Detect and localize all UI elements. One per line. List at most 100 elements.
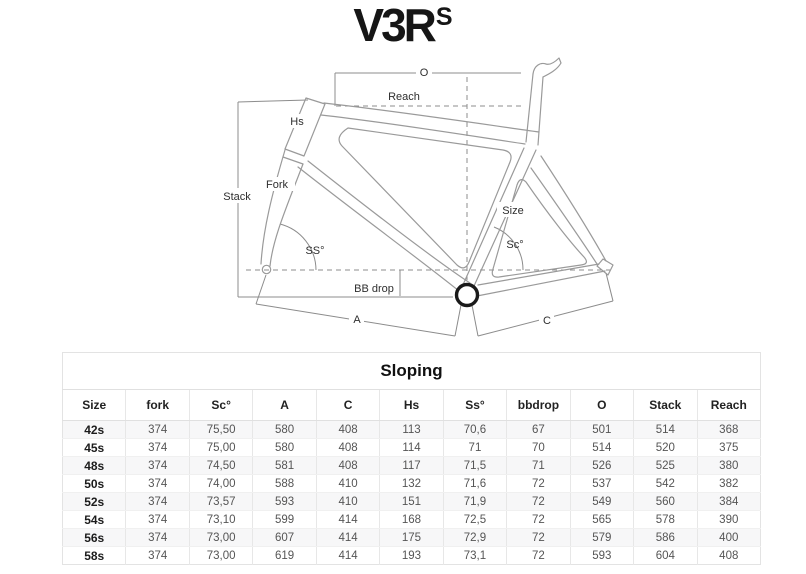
seat-stay-inner [530,167,598,265]
value-cell: 67 [506,420,571,439]
value-cell: 578 [633,510,698,529]
chain-stay-top [477,263,600,286]
value-cell: 408 [696,546,761,565]
value-cell: 408 [315,420,380,439]
head-tube [284,97,326,157]
size-cell: 45s [62,438,126,457]
value-cell: 384 [696,492,761,511]
value-cell: 565 [569,510,634,529]
value-cell: 74,00 [188,474,253,493]
bb-extension-left [454,304,462,337]
value-cell: 175 [379,528,444,547]
value-cell: 368 [696,420,761,439]
value-cell: 151 [379,492,444,511]
chain-stay-bottom [476,270,606,297]
saddle-clamp [532,57,562,78]
column-header: Ss° [442,389,507,421]
value-cell: 580 [252,420,317,439]
front-dropout [261,264,272,275]
diagram-label-fork: Fork [266,179,289,191]
value-cell: 374 [125,420,190,439]
size-cell: 52s [62,492,126,511]
diagram-label-c: C [543,315,551,327]
value-cell: 525 [633,456,698,475]
size-cell: 56s [62,528,126,547]
down-tube-upper [307,160,471,284]
value-cell: 579 [569,528,634,547]
stack-label-bg [218,188,257,203]
table-title: Sloping [62,352,761,390]
column-header: A [252,389,317,421]
value-cell: 72 [506,492,571,511]
value-cell: 374 [125,492,190,511]
size-cell: 48s [62,456,126,475]
value-cell: 74,50 [188,456,253,475]
value-cell: 72,9 [442,528,507,547]
diagram-label-o: O [420,67,429,79]
value-cell: 70 [506,438,571,457]
stack-top-tick [237,99,309,103]
size-cell: 42s [62,420,126,439]
value-cell: 501 [569,420,634,439]
frame-outline [260,57,614,297]
value-cell: 414 [315,546,380,565]
value-cell: 408 [315,438,380,457]
value-cell: 70,6 [442,420,507,439]
value-cell: 374 [125,456,190,475]
rear-dropout [596,258,614,276]
value-cell: 72 [506,528,571,547]
diagram-label-ss: SS° [305,245,324,257]
value-cell: 599 [252,510,317,529]
value-cell: 73,57 [188,492,253,511]
dimension-lines [237,72,614,337]
fork-blade-rear [269,163,304,267]
diagram-label-reach: Reach [388,91,420,103]
c-label-bg [539,312,554,327]
value-cell: 117 [379,456,444,475]
value-cell: 73,00 [188,528,253,547]
diagram-label-hs: Hs [290,116,304,128]
bottom-bracket-circle [454,282,480,308]
column-header: Reach [696,389,761,421]
value-cell: 374 [125,546,190,565]
down-tube-lower [297,166,460,292]
c-extension-line [605,272,614,302]
column-header: O [569,389,634,421]
column-header: Hs [379,389,444,421]
column-header: Size [62,389,126,421]
bb-extension-right [471,304,479,337]
table-title-row: Sloping [62,352,761,390]
value-cell: 588 [252,474,317,493]
a-label-bg [349,311,364,326]
value-cell: 408 [315,456,380,475]
brand-logo: V3RS [0,0,806,50]
value-cell: 410 [315,492,380,511]
seat-tube-front [461,147,525,288]
size-cell: 50s [62,474,126,493]
value-cell: 193 [379,546,444,565]
diagram-labels: O Reach Hs Fork Stack SS° Size Sc° BB dr… [218,66,554,327]
column-header: Sc° [188,389,253,421]
value-cell: 414 [315,528,380,547]
size-cell: 54s [62,510,126,529]
value-cell: 537 [569,474,634,493]
value-cell: 374 [125,528,190,547]
diagram-label-bbdrop: BB drop [354,283,394,295]
frame-geometry-diagram: O Reach Hs Fork Stack SS° Size Sc° BB dr… [218,57,614,337]
column-header: C [315,389,380,421]
diagram-label-a: A [353,314,361,326]
value-cell: 580 [252,438,317,457]
value-cell: 75,00 [188,438,253,457]
value-cell: 73,10 [188,510,253,529]
fork-crown-line [282,156,304,165]
value-cell: 72,5 [442,510,507,529]
logo-text-sup: S [435,3,453,31]
